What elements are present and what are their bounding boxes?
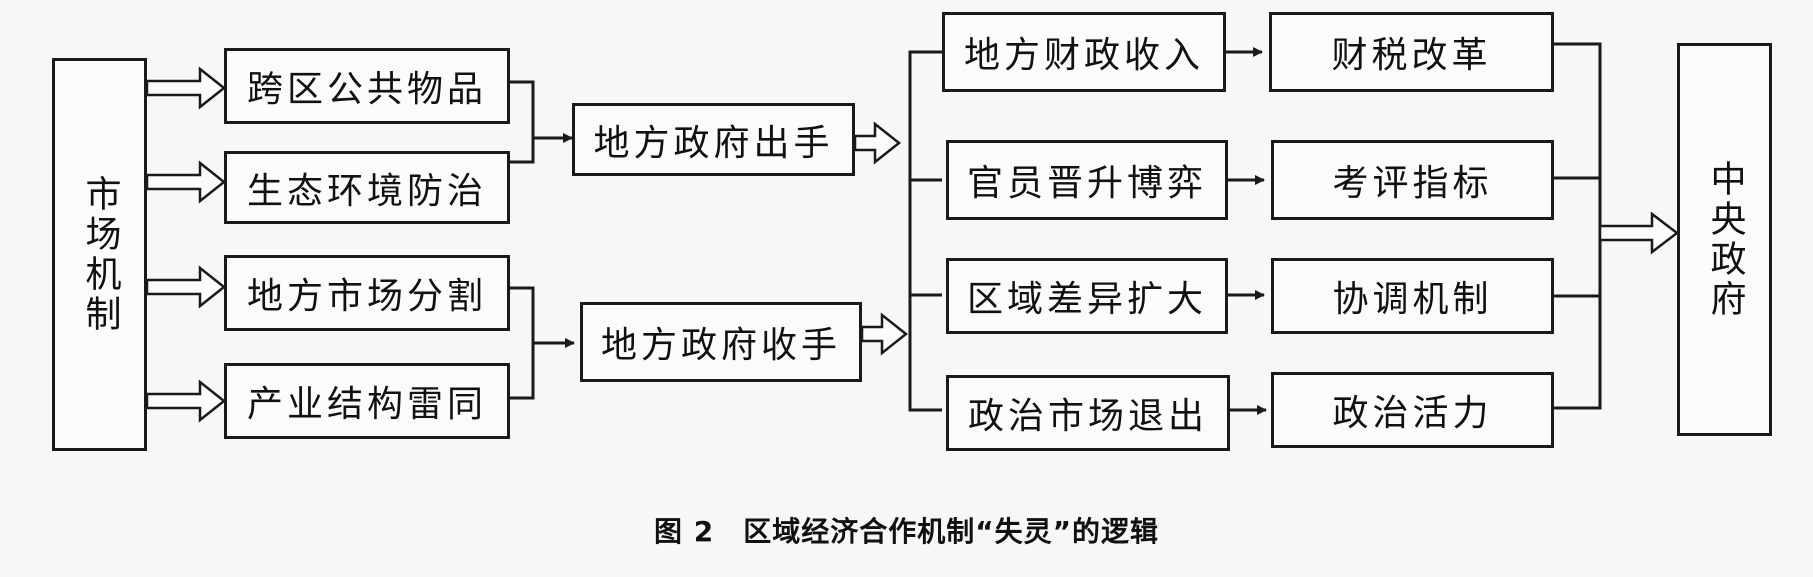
problem-box-cross-region-goods: 跨区公共物品 [224, 48, 510, 124]
merge-line-top [510, 80, 535, 164]
action-box-withdraw: 地方政府收手 [580, 302, 862, 382]
market-mechanism-box: 市场机制 [52, 58, 147, 451]
consequence-box-promotion-game: 官员晋升博弈 [946, 140, 1228, 220]
hollow-arrow-action-2 [860, 312, 909, 356]
problem-box-industry-similarity: 产业结构雷同 [224, 363, 510, 439]
remedy-box-coordination: 协调机制 [1271, 258, 1554, 334]
merge-line-bottom [510, 286, 535, 400]
hollow-arrow-1 [145, 66, 227, 110]
consequence-box-regional-gap: 区域差异扩大 [946, 258, 1228, 334]
remedy-box-political-vitality: 政治活力 [1271, 372, 1554, 448]
consequence-box-fiscal-revenue: 地方财政收入 [942, 12, 1226, 92]
remedy-box-fiscal-reform: 财税改革 [1269, 12, 1554, 92]
problem-box-market-segmentation: 地方市场分割 [224, 255, 510, 331]
hollow-arrow-central [1598, 211, 1680, 255]
consequence-spine [908, 50, 942, 412]
hollow-arrow-action-1 [853, 121, 902, 165]
problem-box-ecology: 生态环境防治 [224, 151, 510, 224]
central-government-box: 中央政府 [1677, 43, 1772, 436]
hollow-arrow-3 [145, 265, 227, 309]
consequence-box-political-exit: 政治市场退出 [946, 375, 1230, 451]
remedy-box-evaluation: 考评指标 [1271, 140, 1554, 220]
hollow-arrow-2 [145, 160, 227, 204]
remedy-bracket [1554, 42, 1602, 410]
hollow-arrow-4 [145, 379, 227, 423]
figure-caption: 图 2 区域经济合作机制“失灵”的逻辑 [653, 515, 1160, 548]
action-box-intervene: 地方政府出手 [572, 103, 855, 176]
